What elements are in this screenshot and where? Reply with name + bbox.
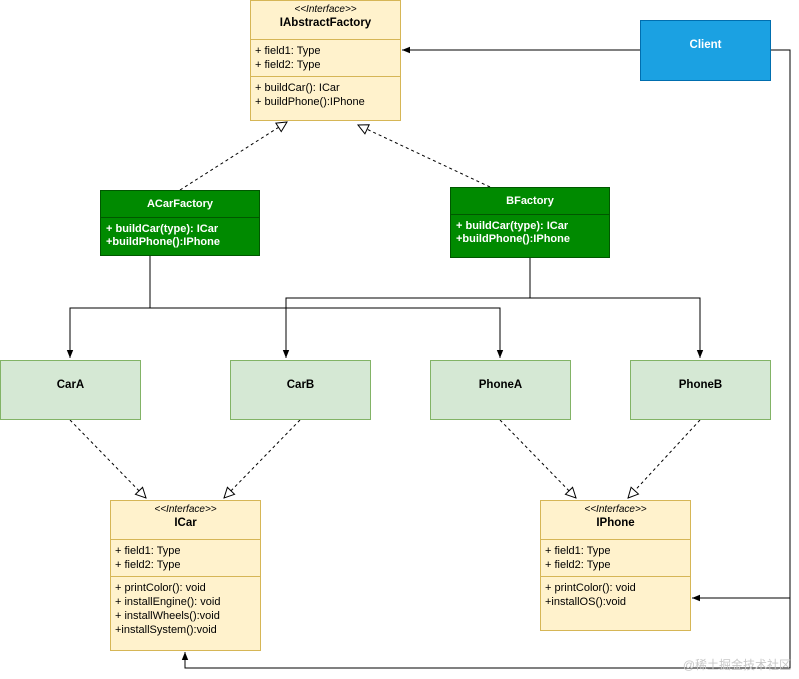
acarfactory-class[interactable]: ACarFactory + buildCar(type): ICar +buil… [100,190,260,256]
field-line: + field1: Type [255,45,321,57]
methods-section: + buildCar(type): ICar +buildPhone():IPh… [451,215,609,251]
client-box[interactable]: Client [640,20,771,81]
product-label: CarA [56,379,85,391]
field-line: + field1: Type [115,545,181,557]
product-label: CarB [286,379,315,391]
bfactory-realizes-arrow [358,125,491,188]
method-line: +installOS():void [545,596,627,608]
method-line: + installWheels():void [115,610,220,622]
icar-class[interactable]: <<Interface>> ICar + field1: Type + fiel… [110,500,261,651]
fields-section: + field1: Type + field2: Type [251,40,400,77]
acarfactory-to-phonea-arrow [150,307,504,358]
method-line: + buildCar(type): ICar [106,223,219,235]
phoneb-class[interactable]: PhoneB [630,360,771,420]
client-to-iphone-arrow [692,49,791,602]
stereotype-label: <<Interface>> [584,504,647,515]
class-name: IAbstractFactory [279,17,372,29]
carb-class[interactable]: CarB [230,360,371,420]
bfactory-to-phoneb-arrow [530,297,704,358]
class-name: ACarFactory [101,191,259,218]
class-header: <<Interface>> IPhone [541,501,690,540]
method-line: + printColor(): void [545,582,636,594]
stereotype-label: <<Interface>> [294,4,357,15]
class-header: <<Interface>> ICar [111,501,260,540]
acarfactory-to-cara-arrow [66,256,151,358]
method-line: + printColor(): void [115,582,206,594]
methods-section: + buildCar(type): ICar +buildPhone():IPh… [101,218,259,254]
class-name: ICar [174,517,197,529]
phonea-realizes-arrow [499,419,576,498]
bfactory-to-carb-arrow [282,258,531,358]
method-line: + buildCar(type): ICar [456,220,569,232]
product-label: PhoneA [478,379,523,391]
phonea-class[interactable]: PhoneA [430,360,571,420]
bfactory-class[interactable]: BFactory + buildCar(type): ICar +buildPh… [450,187,610,258]
client-label: Client [689,39,722,51]
method-line: + buildPhone():IPhone [255,96,365,108]
class-name: BFactory [451,188,609,215]
method-line: +buildPhone():IPhone [106,236,220,248]
stereotype-label: <<Interface>> [154,504,217,515]
field-line: + field2: Type [545,559,611,571]
cara-realizes-arrow [69,419,146,498]
carb-realizes-arrow [224,419,301,498]
acarfactory-realizes-arrow [179,122,287,191]
client-to-icar-arrow [181,598,791,669]
methods-section: + buildCar(): ICar + buildPhone():IPhone [251,77,400,113]
field-line: + field2: Type [255,59,321,71]
fields-section: + field1: Type + field2: Type [111,540,260,577]
method-line: +buildPhone():IPhone [456,233,570,245]
method-line: + buildCar(): ICar [255,82,340,94]
phoneb-realizes-arrow [628,419,701,498]
fields-section: + field1: Type + field2: Type [541,540,690,577]
class-name: IPhone [596,517,635,529]
iphone-class[interactable]: <<Interface>> IPhone + field1: Type + fi… [540,500,691,631]
method-line: + installEngine(): void [115,596,221,608]
class-header: <<Interface>> IAbstractFactory [251,1,400,40]
product-label: PhoneB [678,379,723,391]
field-line: + field2: Type [115,559,181,571]
watermark-text: @稀土掘金技术社区 [682,658,791,672]
iabstractfactory-class[interactable]: <<Interface>> IAbstractFactory + field1:… [250,0,401,121]
methods-section: + printColor(): void +installOS():void [541,577,690,613]
cara-class[interactable]: CarA [0,360,141,420]
methods-section: + printColor(): void + installEngine(): … [111,577,260,641]
method-line: +installSystem():void [115,624,217,636]
field-line: + field1: Type [545,545,611,557]
